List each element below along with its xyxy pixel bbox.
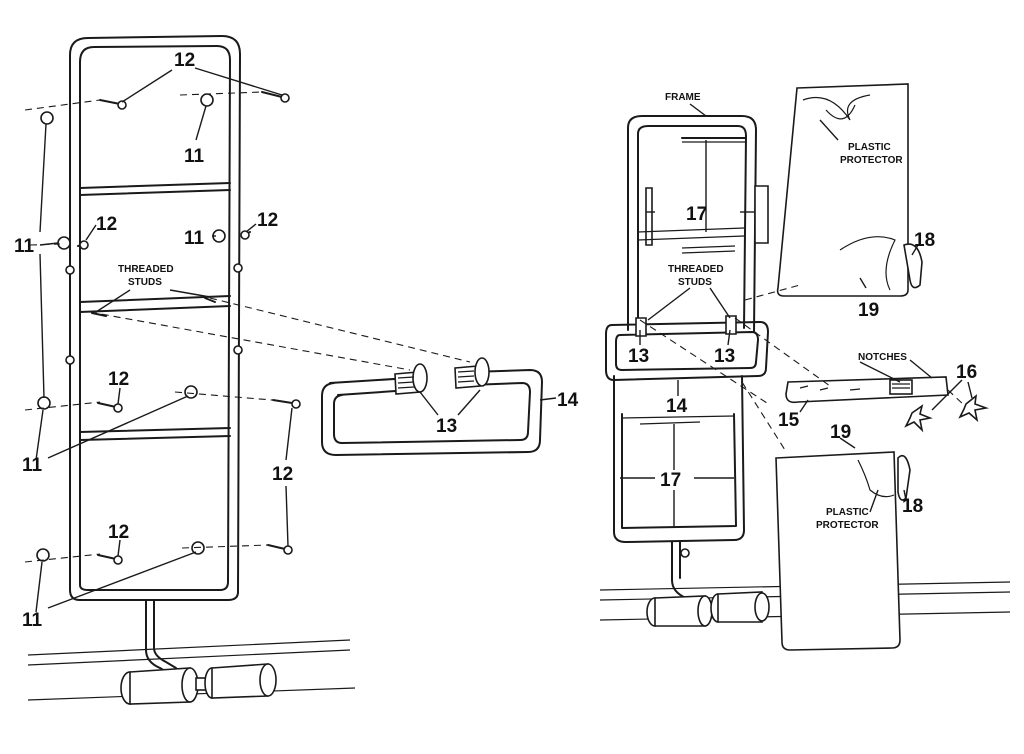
right-frame-upper bbox=[627, 115, 757, 333]
text-labels: THREADED STUDS FRAME THREADED STUDS PLAS… bbox=[118, 92, 907, 531]
left-knobs bbox=[36, 93, 243, 562]
label-14-right: 14 bbox=[666, 396, 688, 417]
left-base-roller bbox=[120, 663, 277, 705]
label-12-mid-right: 12 bbox=[257, 210, 278, 231]
label-17-lower: 17 bbox=[660, 470, 681, 491]
label-19-upper: 19 bbox=[858, 300, 879, 321]
label-12-bottom: 12 bbox=[108, 522, 129, 543]
label-17-upper: 17 bbox=[686, 204, 707, 225]
label-12-lower-left: 12 bbox=[108, 369, 129, 390]
plastic-protector-upper-line1: PLASTIC bbox=[848, 142, 891, 153]
part-numbers: 12 11 11 12 11 12 12 11 12 12 11 13 14 1… bbox=[14, 50, 977, 631]
label-14-middle: 14 bbox=[557, 390, 579, 411]
frame-label: FRAME bbox=[665, 92, 701, 103]
plastic-protector-upper-line2: PROTECTOR bbox=[840, 155, 903, 166]
leader-lines bbox=[35, 67, 973, 613]
threaded-studs-right-line2: STUDS bbox=[678, 277, 712, 288]
label-13-right-right: 13 bbox=[714, 346, 735, 367]
label-12-lower-right: 12 bbox=[272, 464, 293, 485]
left-assembly bbox=[24, 35, 471, 705]
threaded-studs-right-line1: THREADED bbox=[668, 264, 724, 275]
plastic-protector-lower-line1: PLASTIC bbox=[826, 507, 869, 518]
star-knobs-16 bbox=[904, 394, 990, 433]
label-12-top: 12 bbox=[174, 50, 195, 71]
label-11-left: 11 bbox=[14, 236, 35, 257]
label-16: 16 bbox=[956, 362, 977, 383]
middle-bracket-14 bbox=[321, 357, 543, 456]
left-frame-inner bbox=[79, 45, 231, 591]
label-11-lower: 11 bbox=[22, 455, 43, 476]
label-18-upper: 18 bbox=[914, 230, 935, 251]
label-11-mid: 11 bbox=[184, 228, 205, 249]
label-11-top: 11 bbox=[184, 146, 205, 167]
left-screws bbox=[77, 91, 301, 565]
lower-pad-19 bbox=[775, 451, 911, 651]
threaded-studs-left-line1: THREADED bbox=[118, 264, 174, 275]
label-11-bottom: 11 bbox=[22, 610, 43, 631]
right-assembly bbox=[599, 83, 1011, 651]
label-13-middle: 13 bbox=[436, 416, 457, 437]
notched-bar-15 bbox=[785, 376, 949, 404]
label-13-right-left: 13 bbox=[628, 346, 649, 367]
label-18-lower: 18 bbox=[902, 496, 923, 517]
upper-pad-19 bbox=[776, 83, 923, 297]
plastic-protector-lower-line2: PROTECTOR bbox=[816, 520, 879, 531]
threaded-studs-left-line2: STUDS bbox=[128, 277, 162, 288]
notches-label: NOTCHES bbox=[858, 352, 907, 363]
right-base-roller bbox=[646, 591, 770, 627]
label-12-mid-left: 12 bbox=[96, 214, 117, 235]
left-frame-outer bbox=[69, 35, 241, 601]
label-15: 15 bbox=[778, 410, 800, 431]
label-19-lower: 19 bbox=[830, 422, 851, 443]
